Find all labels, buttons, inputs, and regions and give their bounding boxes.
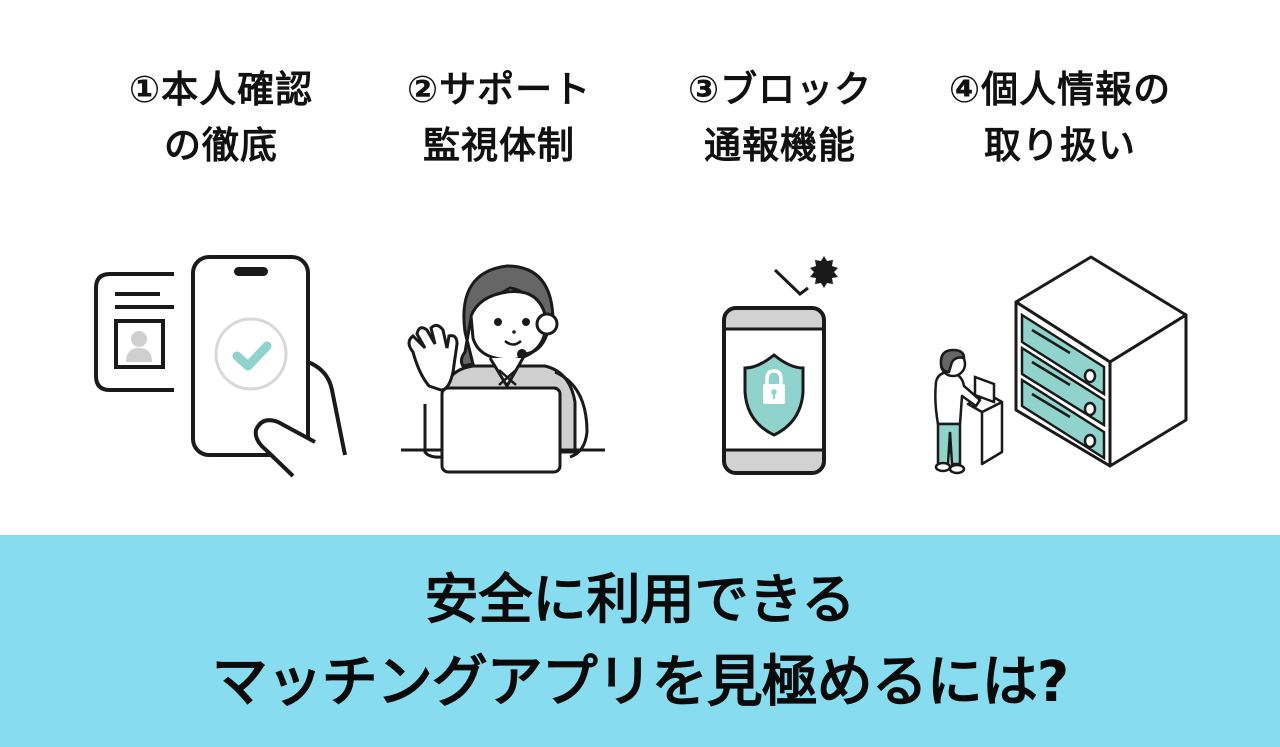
support-operator-icon: [401, 264, 605, 474]
feature-title-line2: の徹底: [164, 124, 278, 167]
feature-section: ①本人確認 の徹底 ②サポート 監視体制: [81, 62, 1200, 478]
feature-title-line1: ③ブロック: [687, 68, 873, 111]
server-data-management-icon: [934, 255, 1188, 475]
alert-burst-icon: [810, 256, 838, 288]
phone-shield-lock-icon: [722, 256, 838, 475]
headline-line2: マッチングアプリを見極めるには?: [211, 650, 1069, 715]
feature-title-line2: 監視体制: [423, 124, 575, 167]
feature-title-block-report: ③ブロック 通報機能: [640, 62, 920, 174]
feature-title-line1: ①本人確認: [128, 68, 314, 111]
feature-title-support-monitoring: ②サポート 監視体制: [359, 62, 639, 174]
phone-id-verification-icon: [94, 255, 347, 478]
headline-banner: 安全に利用できる マッチングアプリを見極めるには?: [0, 535, 1280, 747]
feature-title-line2: 通報機能: [704, 124, 856, 167]
feature-title-line1: ④個人情報の: [948, 68, 1172, 111]
feature-title-line2: 取り扱い: [984, 124, 1136, 167]
feature-title-personal-info: ④個人情報の 取り扱い: [920, 62, 1200, 174]
headline-line1: 安全に利用できる: [424, 568, 856, 631]
feature-title-identity-verification: ①本人確認 の徹底: [81, 62, 361, 174]
feature-title-line1: ②サポート: [406, 68, 592, 111]
